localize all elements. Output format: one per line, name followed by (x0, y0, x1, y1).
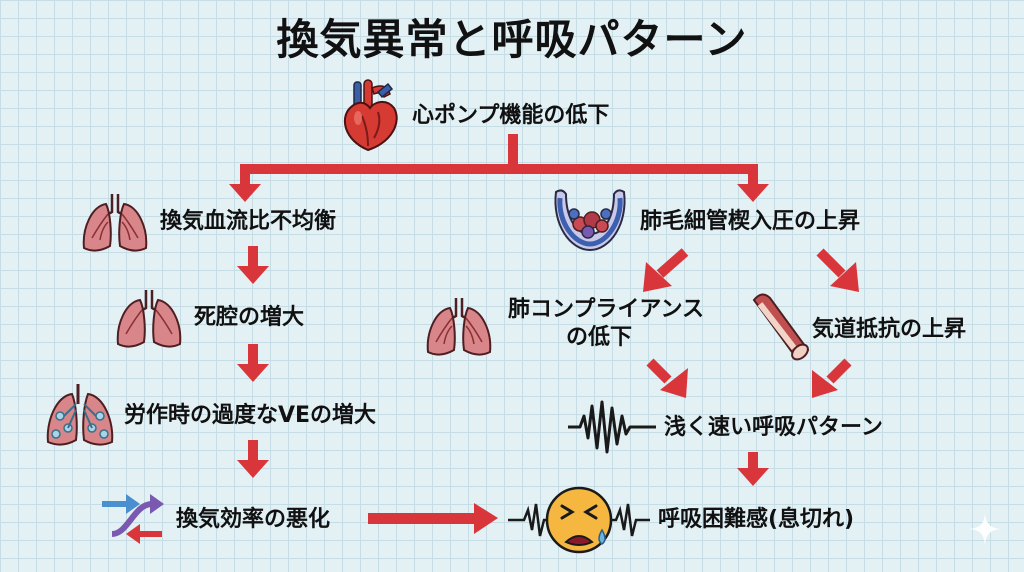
arrow-pcwp-to-compliance (656, 248, 689, 278)
arrow-compliance-to-rapid (646, 358, 672, 384)
arrow-efficiency-to-dyspnea (368, 513, 476, 524)
arrow-cardiac-stem (508, 134, 518, 174)
arrow-pcwp-to-airway (816, 248, 846, 278)
node-dyspnea: 呼吸困難感(息切れ) (658, 507, 855, 532)
alveoli-capillary-icon (554, 189, 626, 252)
waveform-icon (568, 400, 656, 454)
arrow-deadspace-to-ve (248, 344, 258, 366)
heart-icon (343, 79, 398, 152)
distressed-face-icon (508, 486, 650, 554)
page-title: 換気異常と呼吸パターン (276, 15, 748, 64)
cycle-arrows-icon (102, 494, 164, 544)
sparkle-icon (969, 513, 1001, 545)
lungs-icon (116, 290, 182, 348)
lungs-icon (426, 298, 492, 356)
arrow-rapid-to-dyspnea (748, 452, 758, 470)
node-excess-ve: 労作時の過度なVEの増大 (124, 403, 377, 428)
airway-vessel-icon (752, 293, 810, 361)
node-compliance-line2: の低下 (566, 324, 633, 350)
lungs-icon (46, 384, 114, 446)
arrow-va-q-to-deadspace (248, 246, 258, 268)
arrowhead-to-va-q (229, 184, 261, 202)
node-dead-space-increase: 死腔の増大 (194, 305, 305, 330)
node-airway-resistance: 気道抵抗の上昇 (812, 317, 967, 342)
node-ventilatory-efficiency-worsening: 換気効率の悪化 (176, 507, 331, 532)
lungs-icon (82, 194, 148, 252)
arrow-ve-to-efficiency (248, 440, 258, 462)
arrow-branch-bar (240, 164, 758, 174)
node-pcwp-elevation: 肺毛細管楔入圧の上昇 (640, 209, 861, 234)
node-cardiac-pump-decline: 心ポンプ機能の低下 (412, 103, 610, 128)
node-rapid-shallow-breathing: 浅く速い呼吸パターン (664, 415, 883, 440)
node-compliance-line1: 肺コンプライアンス (508, 297, 705, 322)
arrowhead-to-pcwp (737, 184, 769, 202)
node-compliance-decline: 肺コンプライアンス の低下 (508, 296, 704, 351)
node-va-q-mismatch: 換気血流比不均衡 (160, 209, 337, 234)
arrow-airway-to-rapid (826, 358, 852, 384)
